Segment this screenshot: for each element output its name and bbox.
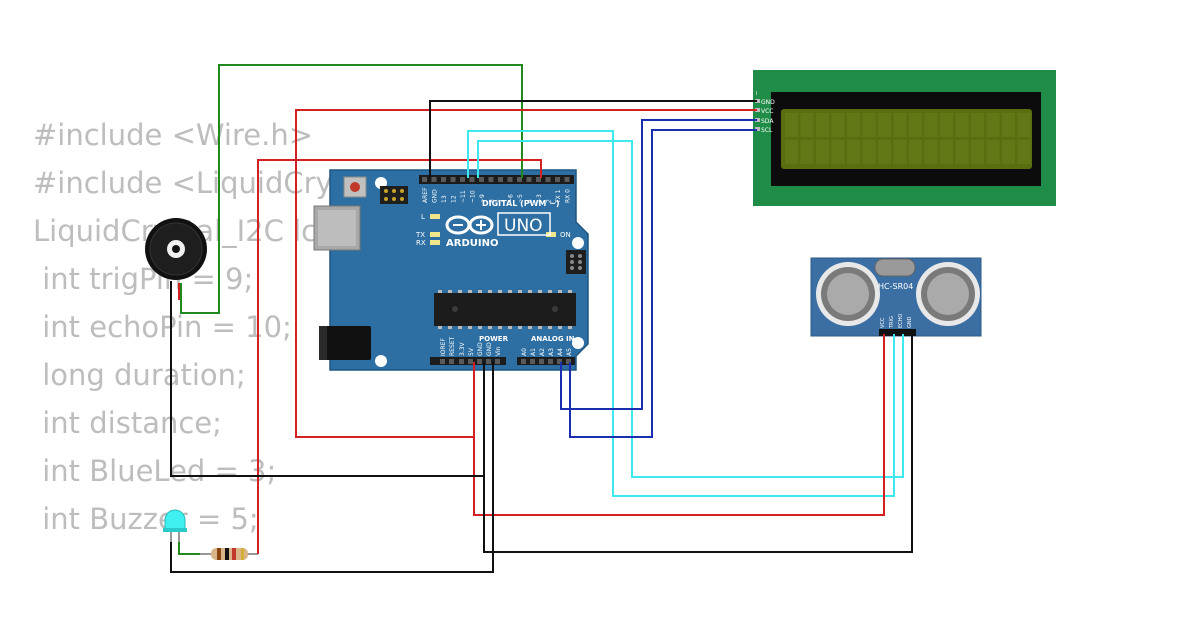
top-pin-label: ~11 bbox=[460, 190, 467, 203]
wire-led-signal bbox=[257, 159, 542, 554]
wire-led-resistor bbox=[178, 540, 200, 555]
top-pin-label: 12 bbox=[451, 195, 458, 203]
resistor[interactable] bbox=[200, 548, 258, 560]
lcd-display[interactable]: I GND VCC SDA SCL bbox=[753, 70, 1056, 206]
bottom-pin-label: 3.3V bbox=[459, 341, 466, 356]
bottom-pin-label: A2 bbox=[539, 348, 546, 356]
led-l-label: L bbox=[421, 213, 425, 221]
bottom-pin-label: 5V bbox=[468, 347, 475, 356]
wire-buzzer-signal bbox=[180, 64, 523, 314]
bottom-pin-label: A3 bbox=[548, 348, 555, 356]
wire-lcd-sda bbox=[560, 119, 757, 410]
lcd-pin-gnd: GND bbox=[761, 99, 775, 106]
top-pin-label: RX 0 bbox=[565, 189, 572, 203]
bottom-pin-label: Vin bbox=[495, 346, 502, 356]
bottom-pin-label: A5 bbox=[566, 348, 573, 356]
bottom-pin-label: IOREF bbox=[440, 338, 447, 356]
wire-sensor-gnd bbox=[483, 334, 913, 553]
top-pin-label: ~9 bbox=[479, 194, 486, 203]
sensor-pin-vcc: VCC bbox=[880, 317, 886, 328]
digital-header-label: DIGITAL (PWM ~) bbox=[482, 199, 560, 208]
top-pin-label: 7 bbox=[498, 199, 505, 203]
top-pin-label: AREF bbox=[422, 187, 429, 203]
wire-lcd-scl bbox=[569, 129, 757, 438]
top-pin-label: 8 bbox=[489, 199, 496, 203]
top-pin-label: TX 1 bbox=[555, 189, 562, 204]
arduino-logo bbox=[445, 215, 494, 235]
wire-sensor-vcc bbox=[473, 334, 885, 516]
wire-buzzer-gnd bbox=[170, 281, 484, 477]
top-pin-label: ~5 bbox=[517, 194, 524, 203]
wire-sensor-echo bbox=[477, 140, 904, 478]
wire-sensor-trig bbox=[467, 130, 895, 497]
top-pin-label: GND bbox=[432, 189, 439, 203]
wire-led-gnd bbox=[170, 362, 494, 573]
led-tx-label: TX bbox=[415, 231, 425, 239]
lcd-pin-sda: SDA bbox=[761, 118, 774, 125]
analog-header-label: ANALOG IN bbox=[531, 335, 575, 343]
led-rx-label: RX bbox=[416, 239, 426, 247]
top-pin-label: ~6 bbox=[508, 194, 515, 203]
hc-sr04-sensor[interactable]: HC-SR04 VCC TRIG ECHO GND bbox=[810, 257, 982, 337]
svg-text:I: I bbox=[756, 91, 757, 97]
top-pin-label: ~3 bbox=[536, 194, 543, 203]
buzzer[interactable] bbox=[145, 218, 207, 280]
transducer-left bbox=[816, 262, 880, 326]
sensor-pin-trig: TRIG bbox=[889, 316, 895, 329]
bottom-pin-label: GND bbox=[477, 342, 484, 356]
reset-button[interactable] bbox=[350, 182, 360, 192]
sensor-pin-gnd: GND bbox=[907, 316, 913, 328]
top-pin-label: 2 bbox=[546, 199, 553, 203]
power-header-label: POWER bbox=[479, 335, 509, 343]
top-pin-label: 13 bbox=[441, 195, 448, 203]
on-label: ON bbox=[560, 231, 571, 239]
top-pin-label: ~10 bbox=[470, 190, 477, 203]
lcd-pin-scl: SCL bbox=[761, 127, 773, 134]
transducer-right bbox=[916, 262, 980, 326]
bottom-pin-label: A4 bbox=[557, 348, 564, 356]
blue-led[interactable] bbox=[163, 509, 187, 542]
bottom-pin-label: A0 bbox=[521, 348, 528, 356]
arduino-brand-label: ARDUINO bbox=[446, 238, 498, 249]
lcd-pin-vcc: VCC bbox=[761, 108, 773, 115]
uno-label: UNO bbox=[504, 216, 543, 236]
sensor-pin-echo: ECHO bbox=[898, 314, 904, 328]
bottom-pin-label: GND bbox=[486, 342, 493, 356]
hc-sr04-label: HC-SR04 bbox=[878, 282, 913, 291]
bottom-pin-label: A1 bbox=[530, 348, 537, 356]
bottom-pin-label: RESET bbox=[449, 336, 456, 356]
top-pin-label: 4 bbox=[527, 199, 534, 203]
wire-lcd-gnd bbox=[429, 100, 757, 178]
